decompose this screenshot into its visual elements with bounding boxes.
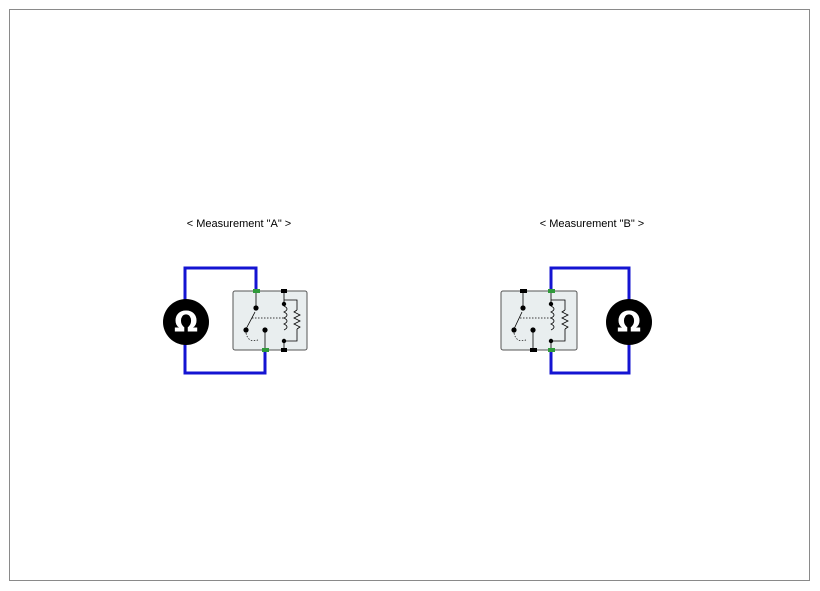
measurement-a-wire-bottom bbox=[183, 340, 267, 375]
measurement-b-group: Ω bbox=[500, 266, 652, 375]
measurement-b-wire-bottom bbox=[549, 344, 631, 375]
measurement-a-meter-symbol: Ω bbox=[174, 306, 198, 339]
measurement-a-wire-top bbox=[183, 266, 258, 300]
relay-icon bbox=[500, 289, 578, 352]
measurement-b-meter-symbol: Ω bbox=[617, 306, 641, 339]
ohmmeter-icon: Ω bbox=[163, 299, 209, 345]
diagram-frame bbox=[9, 9, 810, 581]
ohmmeter-icon: Ω bbox=[606, 299, 652, 345]
measurement-b-wire-top bbox=[549, 266, 631, 300]
measurement-b-caption: < Measurement "B" > bbox=[539, 218, 645, 230]
measurement-a-group: Ω bbox=[163, 266, 308, 375]
measurement-a-caption: < Measurement "A" > bbox=[186, 218, 292, 230]
relay-icon bbox=[232, 289, 308, 352]
